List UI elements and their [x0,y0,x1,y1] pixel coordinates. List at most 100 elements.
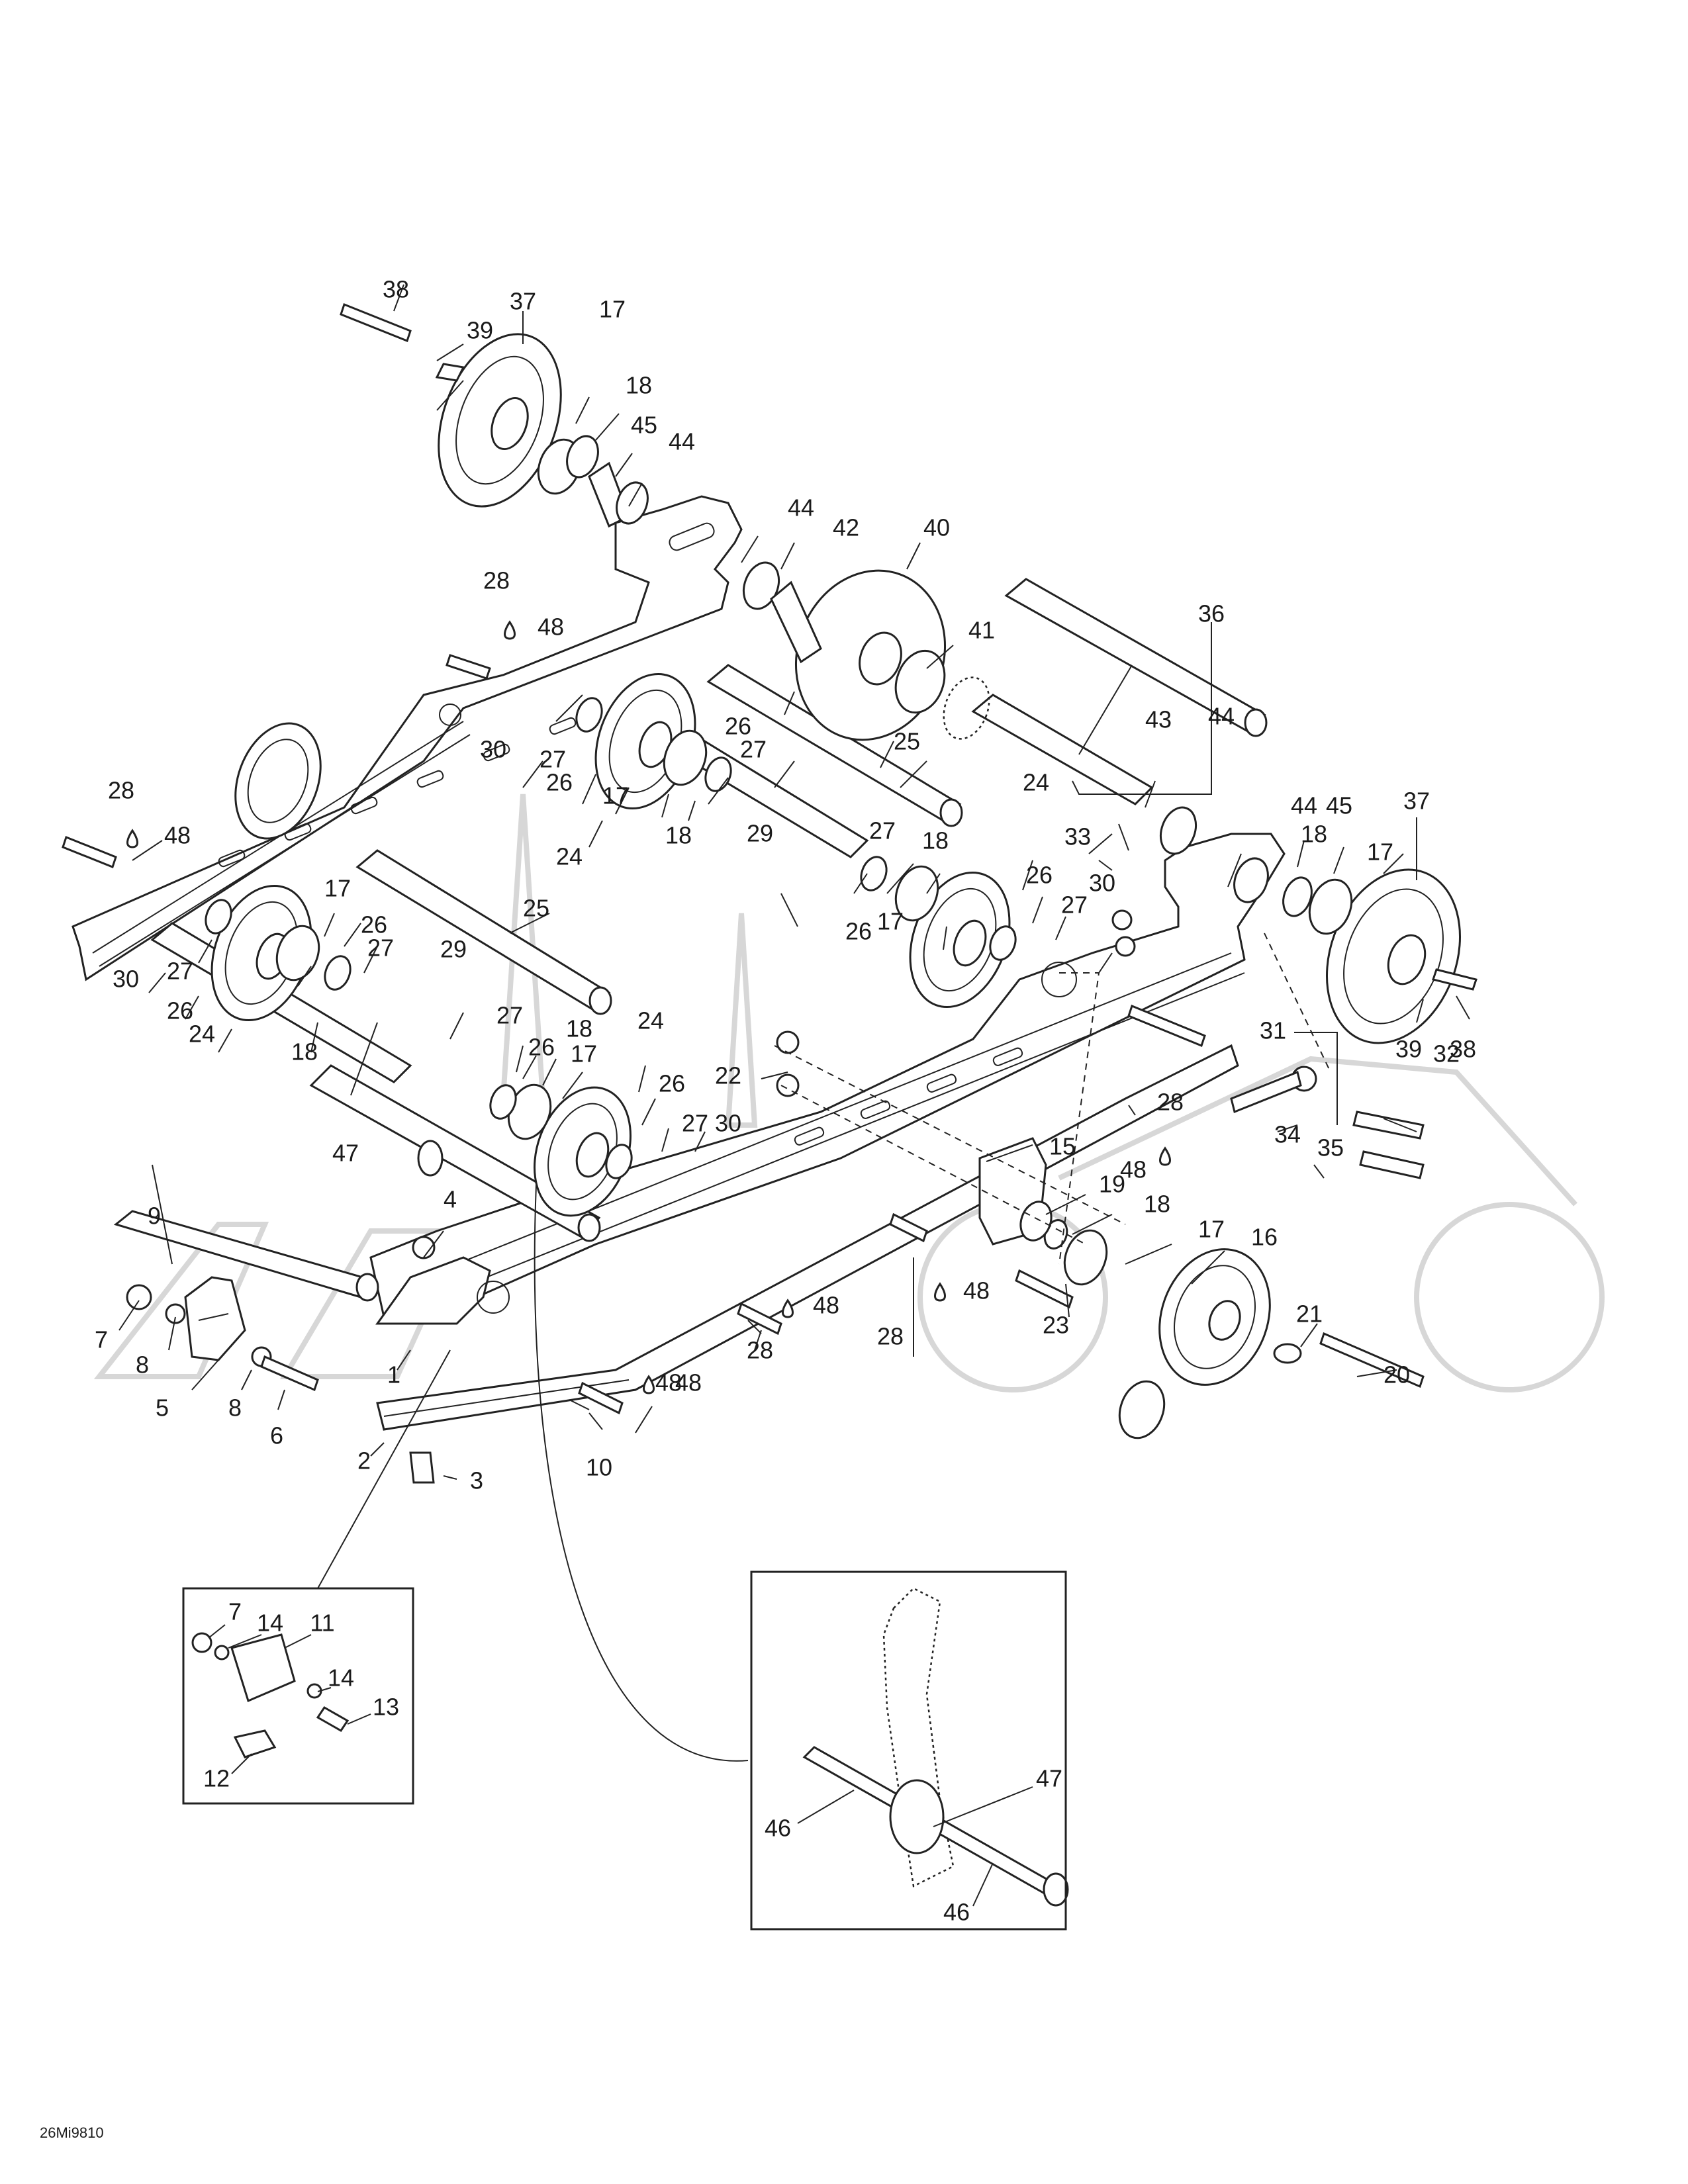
bolts [62,303,1477,1484]
callout-17c: 17 [324,875,351,902]
callout-27d: 27 [1061,891,1088,919]
callout-17e: 17 [1367,839,1393,866]
callout-19: 19 [1099,1171,1125,1198]
callout-26a: 26 [725,713,751,740]
callout-17a: 17 [599,296,626,323]
callout-5: 5 [156,1394,169,1422]
callout-15: 15 [1049,1133,1076,1160]
axle-bracket-part [802,1587,1069,1907]
callout-48c: 48 [1120,1156,1147,1183]
callout-44c: 44 [1208,703,1235,730]
callout-40: 40 [923,514,950,541]
callout-17d: 17 [877,908,904,935]
stopper-5 [184,1276,246,1361]
callout-20: 20 [1383,1361,1410,1388]
callout-28c: 28 [1157,1089,1184,1116]
callout-33: 33 [1064,823,1091,850]
callout-39b: 39 [1395,1036,1422,1063]
callout-18b: 18 [665,822,692,849]
callout-24b: 24 [1023,769,1049,796]
callout-36: 36 [1198,600,1225,627]
figure-reference-code: 26Mi9810 [40,2124,104,2141]
callout-45a: 45 [631,412,657,439]
inset-callout-47: 47 [1036,1765,1062,1792]
callout-30d: 30 [715,1110,741,1137]
grease-drop-icon [643,1375,655,1394]
inset-callout-12: 12 [203,1765,230,1792]
callout-35: 35 [1317,1134,1344,1161]
callout-18e: 18 [566,1015,592,1042]
callout-26f: 26 [167,997,193,1024]
callout-18d: 18 [291,1038,318,1066]
callout-17b: 17 [602,782,629,809]
inset-callout-7: 7 [228,1598,242,1625]
callout-48e: 48 [963,1277,990,1304]
callout-21: 21 [1296,1300,1323,1328]
callout-48d: 48 [813,1292,839,1319]
inset-callout-46a: 46 [765,1815,791,1842]
callout-26g: 26 [528,1034,555,1061]
callout-28b: 28 [108,777,134,804]
callout-34: 34 [1274,1121,1301,1148]
callout-26b: 26 [546,769,573,796]
callout-10: 10 [586,1454,612,1481]
callout-38b: 38 [1450,1036,1476,1063]
shaft-47 [309,1064,601,1239]
callout-48b: 48 [164,822,191,849]
callout-30b: 30 [113,966,139,993]
callout-48a: 48 [538,614,564,641]
callout-39a: 39 [467,317,493,344]
callout-44d: 44 [1291,792,1317,819]
wheel-37-right [1325,868,1462,1044]
inset-callout-13: 13 [373,1694,399,1721]
callout-29a: 29 [747,820,773,847]
callout-6: 6 [270,1422,283,1449]
callout-17g: 17 [1198,1216,1225,1243]
grease-drop-icon [782,1298,794,1318]
callout-30c: 30 [1089,870,1115,897]
callout-37b: 37 [1403,788,1430,815]
callout-27f: 27 [167,958,193,985]
callout-26h: 26 [659,1070,685,1097]
callout-8a: 8 [136,1351,149,1379]
callout-9: 9 [148,1203,161,1230]
callout-44b: 44 [788,494,814,522]
callout-26e: 26 [361,911,387,938]
inset-callout-14b: 14 [328,1664,354,1692]
callout-17f: 17 [571,1040,597,1068]
callout-43: 43 [1145,706,1172,733]
callout-28d: 28 [747,1337,773,1364]
callout-24a: 24 [556,843,583,870]
callout-27h: 27 [682,1110,708,1137]
callout-23: 23 [1043,1312,1069,1339]
inset-right-frame [750,1570,1067,1931]
callout-24c: 24 [189,1021,215,1048]
front-tip [375,1256,510,1325]
callout-48f: 48 [675,1369,702,1396]
wheel-24-c [211,884,312,1022]
callout-labels: 1 2 3 4 5 6 7 8 8 9 10 15 16 17 17 17 17… [95,276,1476,1926]
callout-44a: 44 [669,428,695,455]
callout-41: 41 [968,617,995,644]
callout-18c: 18 [922,827,949,854]
callout-18f: 18 [1301,821,1327,848]
callout-8b: 8 [228,1394,242,1422]
grease-drop-icon [504,620,516,640]
inset-left-frame [182,1587,414,1805]
grease-drop-icon [126,829,138,848]
callout-29b: 29 [440,936,467,963]
callout-37a: 37 [510,288,536,315]
callout-42: 42 [833,514,859,541]
callout-38a: 38 [383,276,409,303]
callout-28e: 28 [877,1323,904,1350]
callout-27b: 27 [740,736,767,763]
wheel-24-d [534,1086,632,1217]
callout-27g: 27 [496,1002,523,1029]
inset-callout-46b: 46 [943,1899,970,1926]
callout-27a: 27 [539,746,566,773]
callout-45b: 45 [1326,792,1352,819]
callout-1: 1 [387,1361,400,1388]
callout-26d: 26 [845,918,872,945]
callout-16: 16 [1251,1224,1278,1251]
